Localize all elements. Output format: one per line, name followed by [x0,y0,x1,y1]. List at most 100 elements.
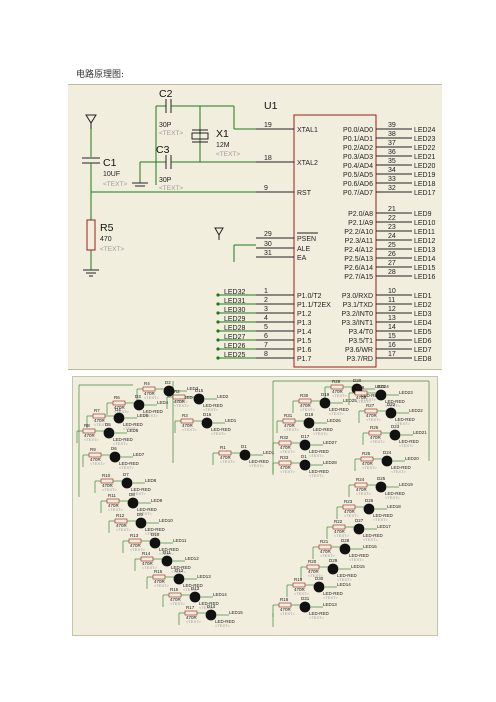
pin-number: 12 [388,306,396,313]
led-type: LED-RED [385,399,406,404]
net-label: LED23 [414,136,436,143]
net-label: LED13 [414,247,436,254]
resistor-text: <TEXT> [182,427,198,432]
r5-text: <TEXT> [100,246,124,253]
led-ref: D27 [355,518,364,523]
capacitor-c2: C2 30P <TEXT> [159,88,183,137]
resistor-text: <TEXT> [114,409,130,414]
pin-number: 18 [264,155,272,162]
led-net-label: LED3 [187,386,199,391]
led-type: LED-RED [337,573,358,578]
led-red [133,399,145,411]
resistor-value: 470R [280,465,292,470]
led-red [103,427,115,439]
led-text: <TEXT> [309,453,325,458]
resistor-text: <TEXT> [108,507,124,512]
net-label: LED15 [414,265,436,272]
resistor-ref: R18 [280,597,289,602]
led-net-label: LED23 [399,390,413,395]
resistor-value: 470R [114,405,126,410]
led-text: <TEXT> [249,463,265,468]
resistor-value: 470R [294,587,306,592]
led-red [381,455,393,467]
led-net-label: LED7 [133,452,145,457]
pin-name: P2.7/A15 [344,274,373,281]
led-red [299,601,311,613]
ground-symbol-crystal [132,182,148,187]
resistor-value: 470R [84,433,96,438]
p1-net: LED32 [216,289,256,297]
resistor-text: <TEXT> [170,601,186,606]
pin-number: 16 [388,342,396,349]
led-type: LED-RED [123,422,144,427]
chip-pin-left: 1P1.0/T2 [256,288,322,300]
pin-name: P0.2/AD2 [343,145,373,152]
led-text: <TEXT> [171,569,187,574]
resistor-ref: R9 [90,447,96,452]
resistor-value: 470R [356,487,368,492]
resistor-text: <TEXT> [90,461,106,466]
caption: 电路原理图: [76,70,125,80]
pin-number: 26 [388,251,396,258]
led-ref: D2 [165,380,171,385]
resistor-text: <TEXT> [320,553,336,558]
led-red [193,393,205,405]
net-label: LED27 [224,334,246,341]
led-ref: D6 [111,446,117,451]
pin-name: XTAL2 [297,160,318,167]
led-ref: D3 [135,394,141,399]
pin-name: P1.4 [297,329,312,336]
led-net-label: LED19 [399,482,413,487]
resistor-text: <TEXT> [300,407,316,412]
resistor-value: 470R [174,399,186,404]
resistor-value: 470R [182,423,194,428]
led-red [363,503,375,515]
resistor-value: 470R [220,455,232,460]
net-label: LED19 [414,172,436,179]
chip-pin-left: 2P1.1/T2EX [256,297,331,309]
resistor-value: 470R [154,579,166,584]
pin-name: RST [297,190,312,197]
resistor-ref: R33 [280,455,289,460]
net-label: LED11 [414,229,435,236]
led-type: LED-RED [211,427,232,432]
led-type: LED-RED [349,553,370,558]
led-net-label: LED13 [323,602,337,607]
led-text: <TEXT> [349,557,365,562]
resistor-value: 470R [116,523,128,528]
led-type: LED-RED [249,459,270,464]
led-text: <TEXT> [131,491,147,496]
net-label: LED3 [414,311,432,318]
pin-name: P2.1/A9 [348,220,373,227]
resistor-text: <TEXT> [356,491,372,496]
pin-name: P0.3/AD3 [343,154,373,161]
pin-number: 6 [264,333,268,340]
resistor-ref: R30 [300,393,309,398]
chip-pin-left: 5P1.4 [256,324,312,336]
pin-name: P3.5/T1 [348,338,373,345]
pin-number: 15 [388,333,396,340]
resistor-ref: R24 [356,477,365,482]
led-text: <TEXT> [199,605,215,610]
led-net-label: LED26 [327,418,341,423]
pin-name: P2.3/A11 [345,238,373,245]
p1-net: LED30 [216,307,256,315]
resistor-ref: R14 [142,551,151,556]
resistor-text: <TEXT> [94,422,110,427]
pin-number: 28 [388,269,396,276]
x1-text: <TEXT> [216,151,240,158]
led-ref: D25 [377,476,386,481]
led-net-label: LED22 [409,408,423,413]
led-text: <TEXT> [309,615,325,620]
led-type: LED-RED [183,583,204,588]
